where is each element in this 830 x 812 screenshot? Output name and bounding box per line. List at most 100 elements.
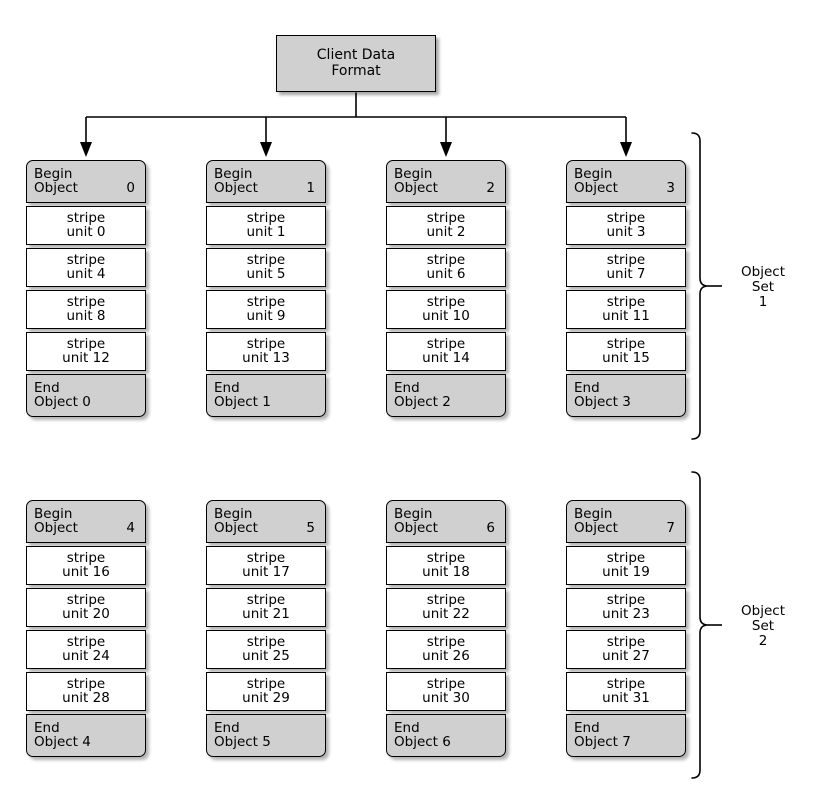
stripe-label: stripe <box>246 675 286 692</box>
stripe-label: stripe <box>606 209 646 226</box>
begin-object-0-line1: Begin <box>34 165 73 182</box>
end-object-4-line2: Object 4 <box>34 734 91 751</box>
begin-object-4-number: 4 <box>126 520 135 537</box>
stripe-unit-number: unit 12 <box>62 350 110 367</box>
object-set-2-line1: Object <box>741 603 785 619</box>
begin-object-7-line1: Begin <box>574 505 613 522</box>
stripe-label: stripe <box>426 293 466 310</box>
stripe-unit-number: unit 6 <box>426 266 466 283</box>
stripe-unit-number: unit 3 <box>606 224 646 241</box>
stripe-unit-number: unit 29 <box>242 690 290 707</box>
stripe-label: stripe <box>606 675 646 692</box>
stripe-label: stripe <box>246 251 286 268</box>
end-object-3-line1: End <box>574 379 600 396</box>
stripe-unit-number: unit 31 <box>602 690 650 707</box>
stripe-label: stripe <box>606 251 646 268</box>
stripe-unit-number: unit 1 <box>246 224 286 241</box>
stripe-label: stripe <box>66 633 106 650</box>
begin-object-2-label: Object <box>394 180 438 197</box>
stripe-unit-number: unit 25 <box>242 648 290 665</box>
stripe-unit-number: unit 27 <box>602 648 650 665</box>
root-node-client-data-format[interactable]: Client Data Format <box>276 35 436 92</box>
stripe-unit-number: unit 13 <box>242 350 290 367</box>
end-object-7-line1: End <box>574 719 600 736</box>
stripe-unit-number: unit 23 <box>602 606 650 623</box>
stripe-label: stripe <box>426 335 466 352</box>
stripe-label: stripe <box>246 293 286 310</box>
stripe-label: stripe <box>66 335 106 352</box>
stripe-label: stripe <box>606 591 646 608</box>
stripe-label: stripe <box>606 549 646 566</box>
begin-object-2-number: 2 <box>486 180 495 197</box>
stripe-unit-number: unit 15 <box>602 350 650 367</box>
stripe-label: stripe <box>426 633 466 650</box>
stripe-unit-number: unit 19 <box>602 564 650 581</box>
stripe-label: stripe <box>246 591 286 608</box>
object-set-label-1: Object Set 1 <box>726 264 800 310</box>
end-object-5-line2: Object 5 <box>214 734 271 751</box>
stripe-unit-number: unit 17 <box>242 564 290 581</box>
stripe-label: stripe <box>426 209 466 226</box>
object-set-1-line2: Set <box>751 279 775 296</box>
stripe-label: stripe <box>66 209 106 226</box>
stripe-unit-number: unit 4 <box>66 266 106 283</box>
stripe-unit-number: unit 14 <box>422 350 470 367</box>
begin-object-6-label: Object <box>394 520 438 537</box>
stripe-label: stripe <box>606 335 646 352</box>
end-object-0-line2: Object 0 <box>34 394 91 411</box>
stripe-unit-number: unit 20 <box>62 606 110 623</box>
begin-object-1-line1: Begin <box>214 165 253 182</box>
